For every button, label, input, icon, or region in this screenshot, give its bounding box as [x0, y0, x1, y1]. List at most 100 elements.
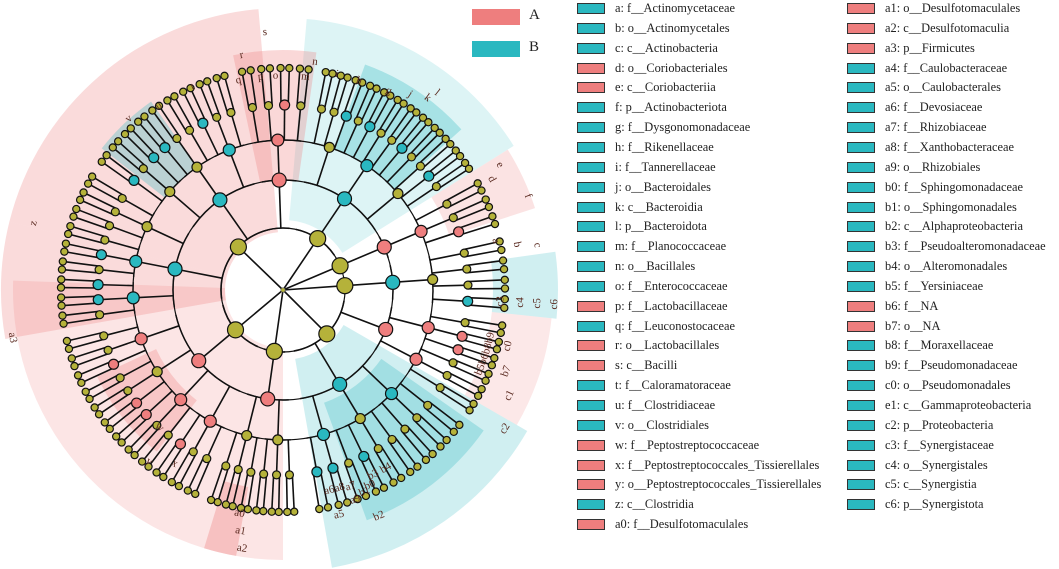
tree-node	[69, 212, 78, 221]
tree-edge	[145, 390, 173, 416]
tree-edge	[314, 342, 341, 385]
tree-node	[117, 193, 127, 204]
tree-node	[460, 158, 470, 168]
tree-node	[105, 424, 114, 434]
tree-node	[77, 378, 86, 388]
tree-edge	[103, 326, 138, 337]
taxa-key-label: f: p__Actinobacteriota	[615, 100, 727, 115]
tree-label-b0: b0	[362, 477, 377, 493]
tree-edge	[361, 132, 382, 164]
tree-node	[267, 507, 276, 516]
tree-edge	[63, 317, 101, 325]
tree-node	[64, 344, 74, 354]
tree-edge	[386, 156, 413, 183]
tree-node	[126, 291, 140, 305]
tree-node	[361, 491, 371, 501]
tree-edge	[311, 395, 325, 435]
tree-label-o: o	[273, 70, 279, 82]
taxa-key-swatch	[577, 380, 605, 392]
tree-node	[498, 256, 508, 265]
tree-edge	[335, 466, 348, 503]
taxa-key-label: a9: o__Rhizobiales	[885, 159, 981, 174]
tree-node	[272, 434, 284, 446]
tree-edge	[431, 268, 467, 274]
tree-edge	[445, 377, 479, 397]
tree-node	[423, 400, 433, 410]
tree-edge	[130, 127, 157, 156]
tree-edge	[459, 223, 496, 236]
tree-node	[448, 358, 458, 368]
tree-node	[412, 108, 421, 117]
taxa-key-swatch	[847, 102, 875, 114]
tree-node	[385, 274, 401, 290]
tree-node	[174, 393, 188, 407]
tree-nodes	[56, 63, 510, 517]
tree-node	[62, 336, 72, 346]
tree-edge	[262, 474, 268, 512]
sector-proteobacteria	[295, 325, 528, 568]
tree-node	[206, 495, 216, 505]
tree-edge	[360, 88, 378, 123]
tree-node	[295, 64, 305, 73]
taxa-key-swatch	[847, 42, 875, 54]
tree-edge	[113, 349, 146, 365]
tree-node	[399, 99, 408, 108]
tree-edge	[104, 239, 139, 251]
tree-node	[430, 123, 439, 133]
taxa-key-swatch	[847, 340, 875, 352]
tree-node	[170, 92, 179, 101]
tree-label-c0: c0	[501, 339, 515, 352]
root-node	[280, 287, 286, 293]
tree-edge	[114, 211, 148, 228]
tree-edge	[206, 81, 221, 117]
tree-node	[92, 279, 104, 291]
tree-label-a7: a7	[344, 479, 358, 494]
tree-edge	[194, 459, 211, 495]
tree-node	[442, 199, 452, 209]
tree-node	[396, 142, 408, 154]
tree-node	[226, 321, 245, 339]
tree-node	[107, 358, 120, 370]
tree-label-p: p	[257, 70, 264, 83]
tree-node	[327, 462, 339, 474]
tree-label-a8: a8	[333, 480, 347, 495]
tree-node	[59, 319, 68, 328]
tree-edge	[393, 111, 417, 143]
taxa-key-swatch	[577, 300, 605, 312]
tree-node	[386, 91, 395, 100]
tree-edge	[467, 296, 505, 300]
taxa-key-swatch	[577, 181, 605, 193]
taxa-key-swatch	[577, 102, 605, 114]
tree-edge	[420, 348, 454, 364]
tree-edge	[61, 295, 99, 299]
tree-edge	[228, 149, 245, 188]
tree-node	[484, 202, 494, 212]
tree-label-n: n	[312, 55, 320, 68]
tree-node	[159, 141, 171, 154]
tree-edge	[127, 371, 158, 392]
taxa-key-swatch	[847, 261, 875, 273]
tree-node	[63, 229, 73, 239]
tree-edge	[466, 259, 504, 267]
tree-edge	[231, 470, 242, 507]
tree-edge	[85, 374, 119, 393]
tree-node	[421, 320, 435, 335]
tree-node	[220, 71, 229, 81]
taxa-key-label: a7: f__Rhizobiaceae	[885, 120, 987, 135]
tree-node	[233, 464, 243, 475]
tree-node	[323, 503, 333, 512]
tree-edge	[342, 79, 357, 116]
tree-edge	[66, 331, 104, 342]
tree-edge	[287, 439, 291, 475]
tree-node	[379, 483, 389, 492]
tree-edge	[410, 368, 441, 389]
tree-node	[428, 449, 437, 459]
sector-firmicutes-2	[0, 221, 227, 339]
tree-node	[316, 427, 331, 442]
taxa-key-label: c6: p__Synergistota	[885, 497, 984, 512]
tree-node	[484, 369, 493, 379]
tree-node	[304, 65, 313, 74]
tree-node	[376, 128, 386, 138]
tree-node	[186, 83, 195, 93]
tree-node	[376, 239, 392, 255]
